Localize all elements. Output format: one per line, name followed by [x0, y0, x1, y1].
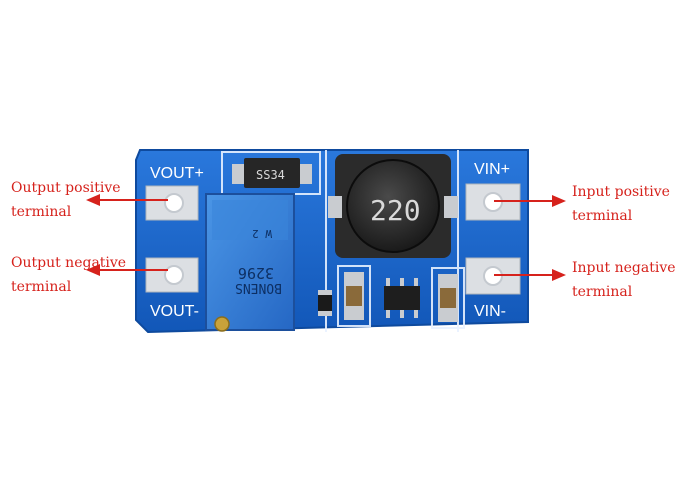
smd-capacitor [344, 272, 364, 320]
label-vin-plus: VIN+ [474, 161, 510, 178]
label-vout-plus: VOUT+ [150, 165, 204, 182]
diode-marking: SS34 [256, 168, 285, 182]
smd-resistor [318, 290, 332, 316]
arrow-input-negative [494, 269, 566, 281]
annotation-input-negative: Input negative terminal [572, 260, 676, 300]
annotation-output-positive: Output positive terminal [11, 180, 121, 220]
inductor-marking: 220 [370, 194, 421, 227]
arrow-output-positive [86, 194, 168, 206]
smd-capacitor [438, 274, 458, 322]
annotation-input-positive: Input positive terminal [572, 184, 670, 224]
pot-adjust-screw-icon [214, 316, 230, 332]
label-vin-minus: VIN- [474, 303, 506, 320]
pot-brand: BONENS [235, 280, 282, 295]
diode-ss34: SS34 [232, 158, 312, 188]
terminal-pad-vin-plus [465, 183, 521, 221]
pot-model: 3296 [238, 264, 274, 282]
annotation-output-negative: Output negative terminal [11, 255, 127, 295]
label-vout-minus: VOUT- [150, 303, 199, 320]
arrow-output-negative [86, 264, 168, 276]
terminal-pad-vout-minus [145, 257, 199, 293]
arrow-input-positive [494, 195, 566, 207]
inductor-220: 220 [328, 154, 458, 258]
pot-value: W 2 [252, 227, 272, 240]
terminal-pad-vout-plus [145, 185, 199, 221]
boost-ic [384, 278, 420, 318]
potentiometer-3296: BONENS 3296 W 2 [205, 193, 295, 332]
